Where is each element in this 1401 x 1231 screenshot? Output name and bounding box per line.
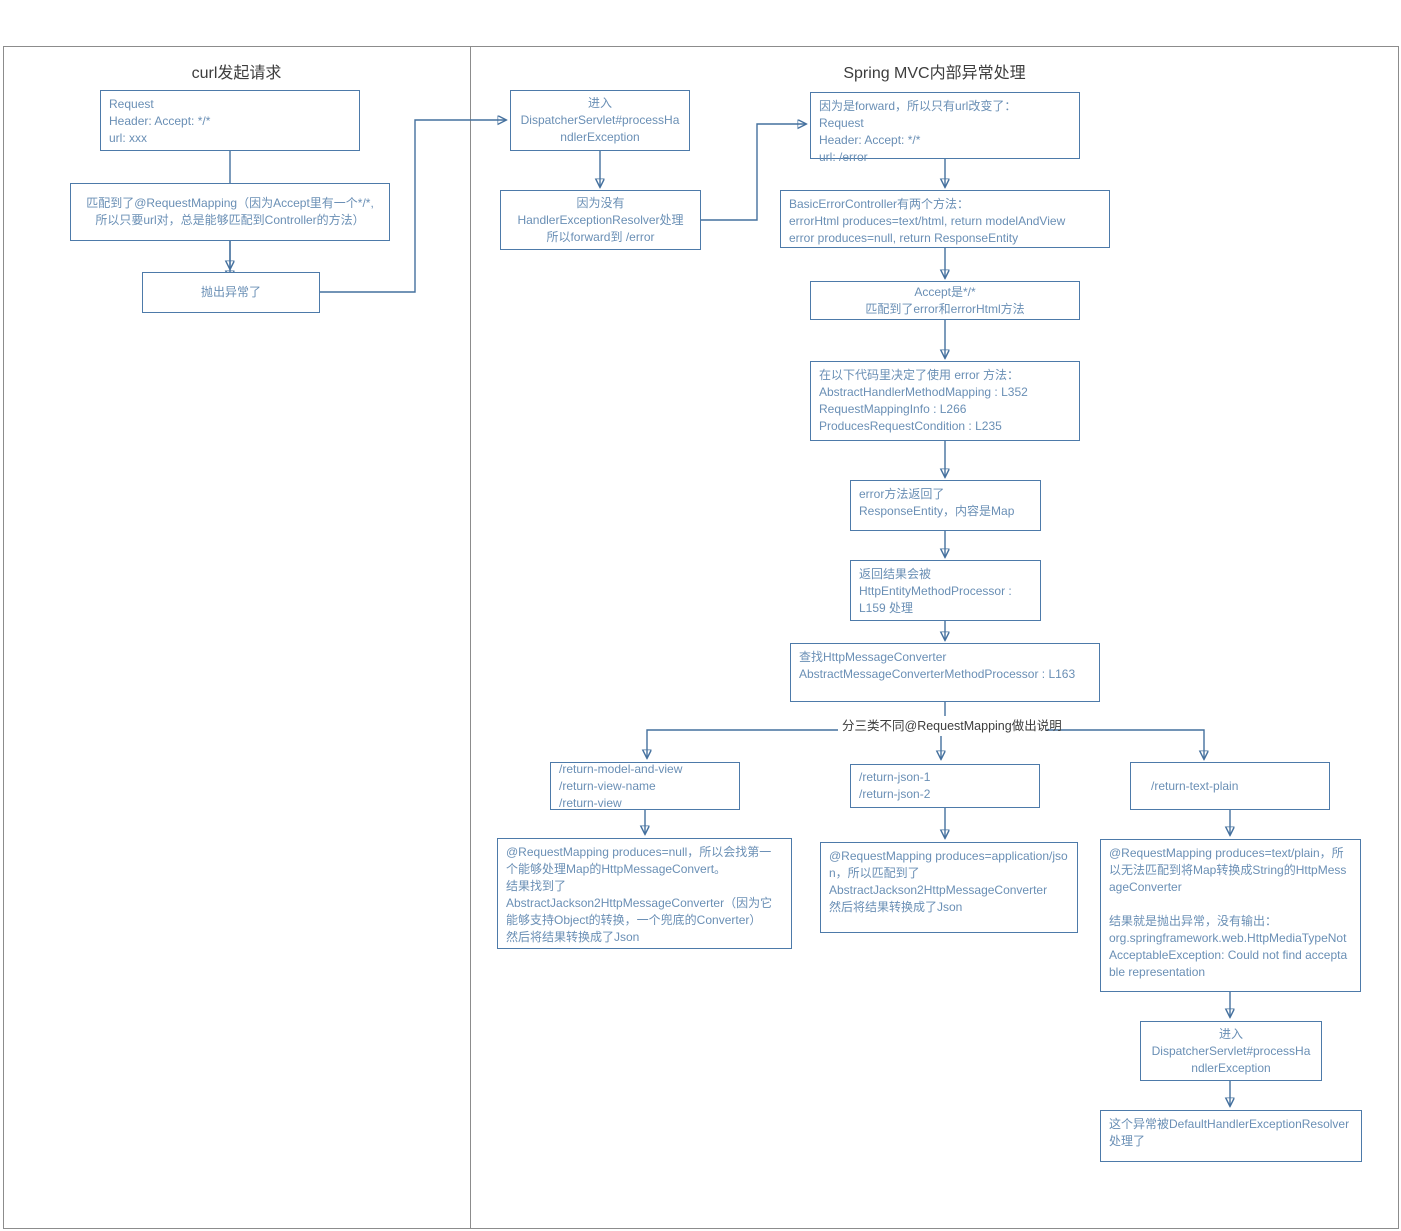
- panel-divider: [470, 46, 471, 1228]
- flow-node-produces-text-plain-detail: @RequestMapping produces=text/plain，所以无法…: [1100, 839, 1361, 992]
- flow-node-paths-text-plain: /return-text-plain: [1130, 762, 1330, 810]
- flow-node-accept-matched: Accept是*/* 匹配到了error和errorHtml方法: [810, 281, 1080, 320]
- flow-node-produces-json-detail: @RequestMapping produces=application/jso…: [820, 842, 1078, 933]
- flow-node-error-returned-response-entity: error方法返回了 ResponseEntity，内容是Map: [850, 480, 1041, 531]
- diagram-frame: [3, 46, 1399, 1229]
- flow-node-enter-process-handler-exception: 进入 DispatcherServlet#processHandlerExcep…: [510, 90, 690, 151]
- flow-node-handled-by-http-entity-processor: 返回结果会被 HttpEntityMethodProcessor : L159 …: [850, 560, 1041, 621]
- flow-node-no-resolver-forward-error: 因为没有 HandlerExceptionResolver处理 所以forwar…: [500, 190, 701, 250]
- flow-node-paths-model-view: /return-model-and-view /return-view-name…: [550, 762, 740, 810]
- flow-node-enter-process-handler-exception-2: 进入 DispatcherServlet#processHandlerExcep…: [1140, 1021, 1322, 1081]
- flow-node-paths-json: /return-json-1 /return-json-2: [850, 764, 1040, 808]
- flow-node-decided-error-method: 在以下代码里决定了使用 error 方法： AbstractHandlerMet…: [810, 361, 1080, 441]
- flow-node-threw-exception: 抛出异常了: [142, 272, 320, 313]
- flow-node-matched-mapping: 匹配到了@RequestMapping（因为Accept里有一个*/*, 所以只…: [70, 183, 390, 241]
- branch-label: 分三类不同@RequestMapping做出说明: [842, 719, 1062, 733]
- flow-node-produces-null-detail: @RequestMapping produces=null，所以会找第一个能够处…: [497, 838, 792, 949]
- flow-node-request: Request Header: Accept: */* url: xxx: [100, 90, 360, 151]
- flow-node-find-http-message-converter: 查找HttpMessageConverter AbstractMessageCo…: [790, 643, 1100, 702]
- left-panel-title: curl发起请求: [191, 65, 282, 82]
- flow-node-handled-by-default-resolver: 这个异常被DefaultHandlerExceptionResolver处理了: [1100, 1110, 1362, 1162]
- right-panel-title: Spring MVC内部异常处理: [843, 65, 1026, 82]
- flow-node-basic-error-controller: BasicErrorController有两个方法： errorHtml pro…: [780, 190, 1110, 248]
- flow-node-forward-request: 因为是forward，所以只有url改变了： Request Header: A…: [810, 92, 1080, 164]
